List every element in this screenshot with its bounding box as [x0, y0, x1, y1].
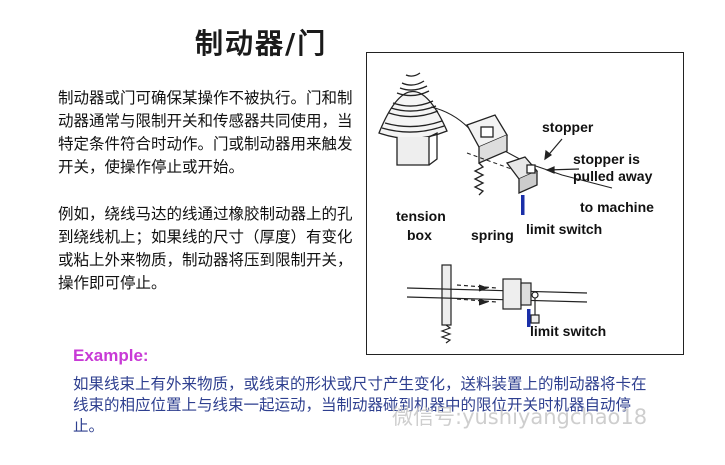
diagram-drawing — [378, 72, 613, 344]
thread-cone-graphic — [378, 72, 448, 166]
wechat-watermark: 微信号:yushiyangchao18 — [392, 405, 648, 429]
label-to-machine: to machine — [580, 199, 654, 215]
label-stopper-is: stopper is — [573, 151, 640, 167]
intro-lead: 制动器或门可确保某操作不被执行。 — [58, 89, 307, 107]
example-text: 如果线束上有外来物质，或线束的形状或尺寸产生变化，送料装置上的制动器将卡在线束的… — [73, 375, 647, 435]
label-stopper: stopper — [542, 119, 594, 135]
label-tension: tension — [396, 208, 446, 224]
stopper-diagram: stopper stopper is pulled away to machin… — [366, 52, 684, 355]
label-box: box — [407, 227, 432, 243]
label-spring: spring — [471, 227, 514, 243]
example-paragraph: 例如，绕线马达的线通过橡胶制动器上的孔到绕线机上；如果线的尺寸（厚度）有变化或粘… — [58, 205, 353, 292]
label-limit-switch-top: limit switch — [526, 221, 603, 237]
example-heading: Example: — [73, 346, 149, 365]
intro-paragraph: 制动器或门可确保某操作不被执行。门和制动器通常与限制开关和传感器共同使用，当特定… — [58, 87, 358, 179]
label-limit-switch-bottom: limit switch — [530, 323, 607, 339]
limit-switch-graphic — [505, 156, 539, 195]
page-title: 制动器/门 — [195, 27, 328, 60]
intro-body: 门和制动器通常与限制开关和传感器共同使用，当特定条件符合时动作。门或制动器用来触… — [58, 89, 353, 176]
lower-schematic-graphic — [406, 264, 588, 344]
tension-box-graphic — [466, 114, 508, 196]
label-pulled-away: pulled away — [573, 168, 653, 184]
